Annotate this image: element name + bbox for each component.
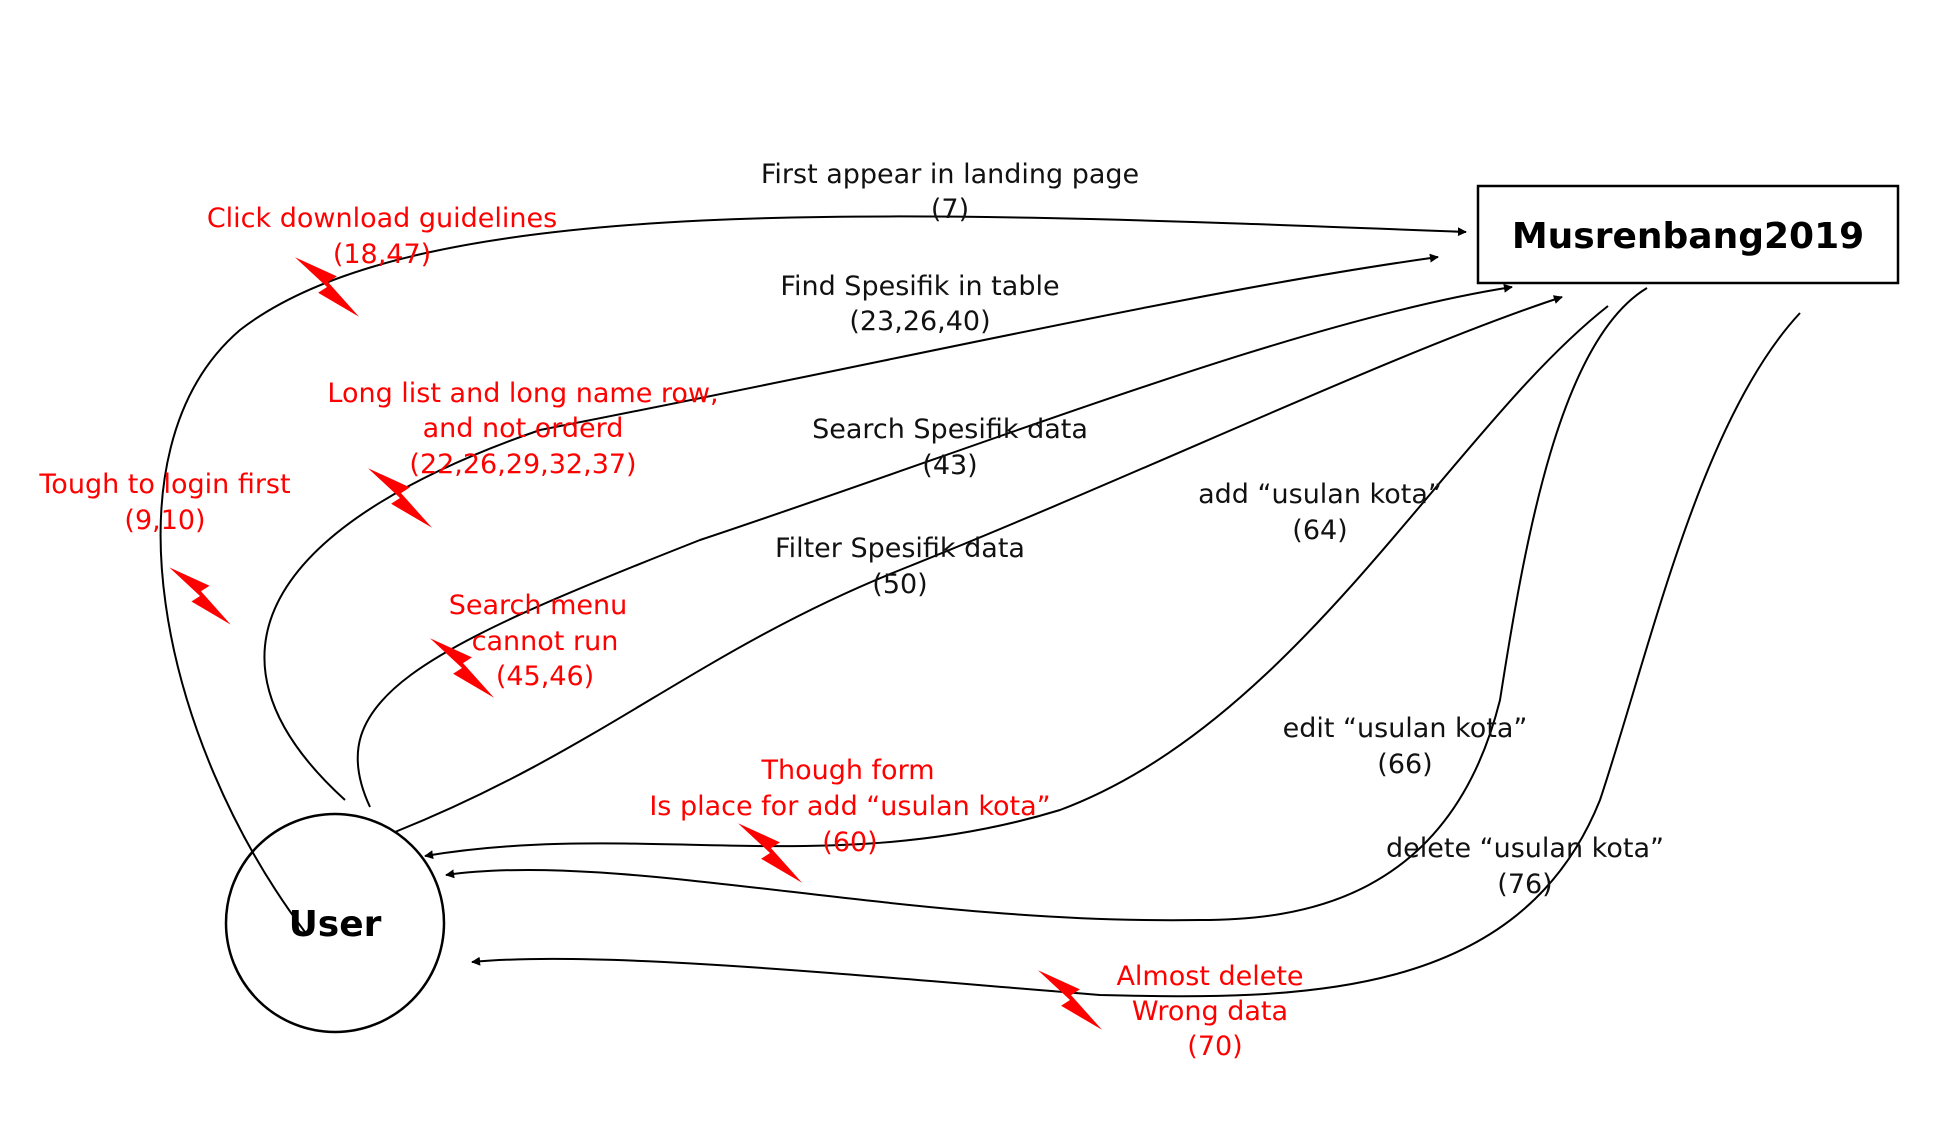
pain-label-2: Wrong data xyxy=(1132,996,1288,1027)
flow-label: Find Spesifik in table xyxy=(780,271,1059,302)
flow-label: First appear in landing page xyxy=(761,159,1139,190)
flow-first-appear: First appear in landing page (7) xyxy=(761,159,1139,225)
flow-ref: (76) xyxy=(1497,869,1552,900)
system-node-label: Musrenbang2019 xyxy=(1512,216,1864,257)
edge-find-spesifik xyxy=(263,253,1439,801)
flow-ref: (23,26,40) xyxy=(849,306,990,337)
pain-ref: (9,10) xyxy=(124,505,205,536)
pain-search-menu: Search menu cannot run (45,46) xyxy=(449,590,627,692)
pain-download-guidelines: Click download guidelines (18,47) xyxy=(207,203,557,270)
pain-label: Tough to login first xyxy=(38,469,290,500)
edge-first-appear xyxy=(159,215,1467,933)
edge-add-usulan xyxy=(424,305,1609,860)
pain-label-2: Is place for add “usulan kota” xyxy=(649,791,1050,822)
lightning-bolt-icon xyxy=(1037,970,1103,1030)
pain-ref: (22,26,29,32,37) xyxy=(409,449,636,480)
pain-label-2: cannot run xyxy=(472,626,619,657)
edge-filter-spesifik xyxy=(394,295,1563,833)
pain-label: Search menu xyxy=(449,590,627,621)
flow-search-spesifik: Search Spesifik data (43) xyxy=(812,414,1088,481)
pain-login-first: Tough to login first (9,10) xyxy=(38,469,290,536)
pain-ref: (70) xyxy=(1187,1031,1242,1062)
pain-label-2: and not orderd xyxy=(423,413,624,444)
flow-label: add “usulan kota” xyxy=(1198,479,1442,510)
user-node-label: User xyxy=(289,904,382,945)
pain-ref: (45,46) xyxy=(496,661,594,692)
flow-label: Filter Spesifik data xyxy=(775,533,1025,564)
pain-ref: (60) xyxy=(822,827,877,858)
pain-long-list: Long list and long name row, and not ord… xyxy=(327,378,718,480)
lightning-bolt-icon xyxy=(294,257,360,317)
pain-almost-delete: Almost delete Wrong data (70) xyxy=(1116,961,1303,1062)
user-node xyxy=(224,812,446,1034)
flow-ref: (50) xyxy=(872,569,927,600)
flow-edit-usulan: edit “usulan kota” (66) xyxy=(1283,713,1528,780)
pain-ref: (18,47) xyxy=(333,239,431,270)
flow-label: edit “usulan kota” xyxy=(1283,713,1528,744)
pain-label: Though form xyxy=(760,755,934,786)
edge-delete-usulan xyxy=(471,312,1801,998)
flow-delete-usulan: delete “usulan kota” (76) xyxy=(1386,833,1664,900)
flow-ref: (43) xyxy=(922,450,977,481)
edge-edit-usulan xyxy=(445,287,1648,922)
pain-label: Click download guidelines xyxy=(207,203,557,234)
flow-add-usulan: add “usulan kota” (64) xyxy=(1198,479,1442,546)
flow-ref: (66) xyxy=(1377,749,1432,780)
pain-though-form: Though form Is place for add “usulan kot… xyxy=(649,755,1050,858)
flow-label: Search Spesifik data xyxy=(812,414,1088,445)
flow-label: delete “usulan kota” xyxy=(1386,833,1664,864)
pain-label: Long list and long name row, xyxy=(327,378,718,409)
lightning-bolt-icon xyxy=(737,823,803,883)
flow-ref: (64) xyxy=(1292,515,1347,546)
edge-search-spesifik xyxy=(356,283,1513,808)
system-node xyxy=(1476,184,1900,285)
lightning-bolt-icon xyxy=(169,567,231,625)
pain-label: Almost delete xyxy=(1116,961,1303,992)
lightning-bolt-icon xyxy=(429,638,495,698)
flow-filter-spesifik: Filter Spesifik data (50) xyxy=(775,533,1025,600)
flow-ref: (7) xyxy=(931,194,969,225)
flow-find-spesifik: Find Spesifik in table (23,26,40) xyxy=(780,271,1059,337)
lightning-bolt-icon xyxy=(367,468,433,528)
